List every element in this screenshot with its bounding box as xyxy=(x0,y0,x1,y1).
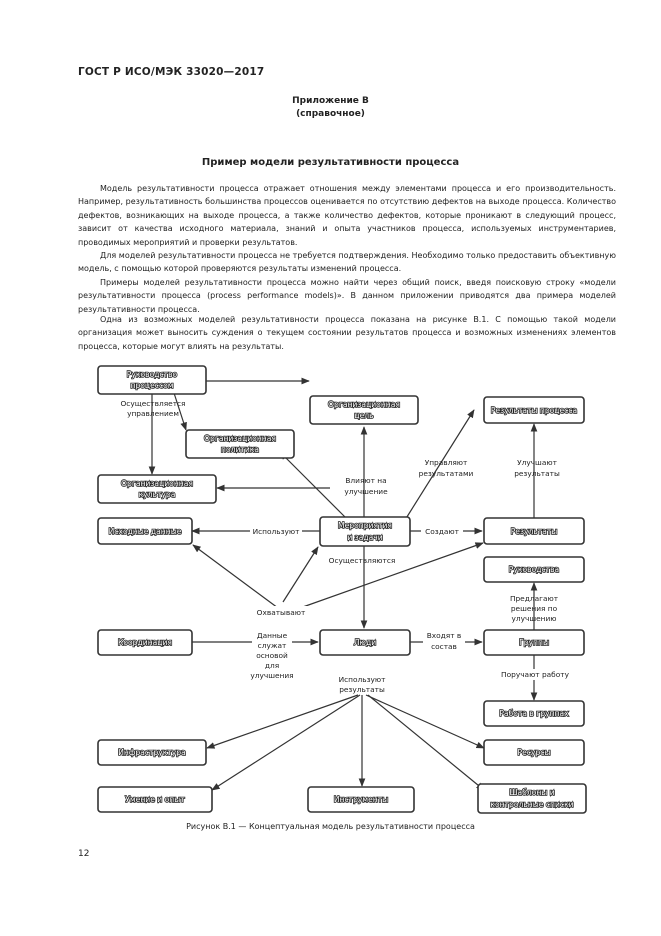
label-propose-line1: Предлагают xyxy=(510,594,559,603)
label-manage-results-line1: Управляют xyxy=(425,458,468,467)
box-infrastructure: Инфраструктура xyxy=(97,739,207,766)
label-influence-line1: Влияют на xyxy=(345,476,386,485)
box-groups: Группы xyxy=(483,629,585,656)
box-process-results: Результаты процесса xyxy=(483,396,585,424)
paragraph-3: Примеры моделей результативности процесс… xyxy=(78,278,616,314)
label-managed-line1: Осуществляется xyxy=(120,399,185,408)
label-part-of-line2: состав xyxy=(431,642,457,651)
annex-note: (справочное) xyxy=(296,109,365,119)
svg-text:Руководство: Руководство xyxy=(127,370,178,379)
label-use-results-line1: Используют xyxy=(339,675,387,684)
svg-text:Организационная: Организационная xyxy=(328,400,400,409)
svg-text:цель: цель xyxy=(354,411,374,420)
svg-text:культура: культура xyxy=(139,490,176,499)
label-use: Используют xyxy=(253,527,301,536)
label-cover: Охватывают xyxy=(257,608,306,617)
paragraph-2: Для моделей результативности процесса не… xyxy=(78,251,616,274)
label-create: Создают xyxy=(425,527,459,536)
box-coordination: Координация xyxy=(97,629,193,656)
svg-text:Шаблоны и: Шаблоны и xyxy=(509,788,554,797)
svg-text:Умение и опыт: Умение и опыт xyxy=(125,795,185,804)
svg-text:Группы: Группы xyxy=(519,638,549,647)
label-data-line5: улучшения xyxy=(250,671,293,680)
label-improve-line1: Улучшают xyxy=(517,458,557,467)
box-organizational-culture: Организационная культура xyxy=(97,474,217,504)
document-header: ГОСТ Р ИСО/МЭК 33020—2017 xyxy=(78,66,265,78)
label-data-line1: Данные xyxy=(257,631,288,640)
svg-text:Координация: Координация xyxy=(118,638,172,647)
label-data-line2: служат xyxy=(258,641,287,650)
label-propose-line3: улучшению xyxy=(511,614,556,623)
svg-text:Результаты: Результаты xyxy=(511,527,558,536)
figure-caption: Рисунок В.1 — Концептуальная модель резу… xyxy=(186,822,475,831)
box-resources: Ресурсы xyxy=(483,739,585,766)
svg-text:Работа в группах: Работа в группах xyxy=(499,709,569,718)
svg-text:Мероприятия: Мероприятия xyxy=(338,521,392,530)
label-part-of-line1: Входят в xyxy=(427,631,462,640)
paragraph-1: Модель результативности процесса отражае… xyxy=(78,184,616,247)
box-activities-tasks: Мероприятия и задачи xyxy=(319,516,411,547)
box-organizational-goal: Организационная цель xyxy=(309,395,419,425)
label-manage-results-line2: результатами xyxy=(419,469,474,478)
annex-title: Приложение В xyxy=(292,96,369,106)
svg-text:процессом: процессом xyxy=(131,381,174,390)
svg-text:Организационная: Организационная xyxy=(121,479,193,488)
box-process-management: Руководство процессом xyxy=(97,365,207,395)
page-number: 12 xyxy=(78,849,90,859)
svg-text:контрольные списки: контрольные списки xyxy=(490,800,573,809)
svg-text:Организационная: Организационная xyxy=(204,434,276,443)
label-influence-line2: улучшение xyxy=(344,487,388,496)
label-performed: Осуществляются xyxy=(329,556,396,565)
section-title: Пример модели результативности процесса xyxy=(201,157,460,168)
label-improve-line2: результаты xyxy=(514,469,560,478)
box-results: Результаты xyxy=(483,517,585,545)
label-data-line3: основой xyxy=(256,651,288,660)
svg-text:Люди: Люди xyxy=(354,638,376,647)
box-people: Люди xyxy=(319,629,411,656)
label-assign: Поручают работу xyxy=(501,670,570,679)
svg-text:Инструменты: Инструменты xyxy=(334,795,388,804)
box-templates-checklists: Шаблоны и контрольные списки xyxy=(477,783,587,814)
label-use-results-line2: результаты xyxy=(339,685,385,694)
label-propose-line2: решения по xyxy=(511,604,558,613)
svg-text:политика: политика xyxy=(221,445,259,454)
label-data-line4: для xyxy=(265,661,279,670)
svg-text:Инфраструктура: Инфраструктура xyxy=(118,748,186,757)
label-managed-line2: управлением xyxy=(127,409,179,418)
svg-text:и задачи: и задачи xyxy=(347,533,382,542)
svg-text:Ресурсы: Ресурсы xyxy=(518,748,551,757)
svg-text:Результаты процесса: Результаты процесса xyxy=(491,406,577,415)
box-group-work: Работа в группах xyxy=(483,700,585,727)
box-input-data: Исходные данные xyxy=(97,517,193,545)
box-guides: Руководства xyxy=(483,556,585,583)
svg-text:Руководства: Руководства xyxy=(509,565,559,574)
diagram-labels: Осуществляется управлением Влияют на улу… xyxy=(120,399,572,694)
box-tools: Инструменты xyxy=(307,786,415,813)
svg-text:Исходные данные: Исходные данные xyxy=(109,527,182,536)
box-skills-experience: Умение и опыт xyxy=(97,786,213,813)
paragraph-4: Одна из возможных моделей результативнос… xyxy=(78,315,616,351)
box-organizational-policy: Организационная политика xyxy=(185,429,295,459)
